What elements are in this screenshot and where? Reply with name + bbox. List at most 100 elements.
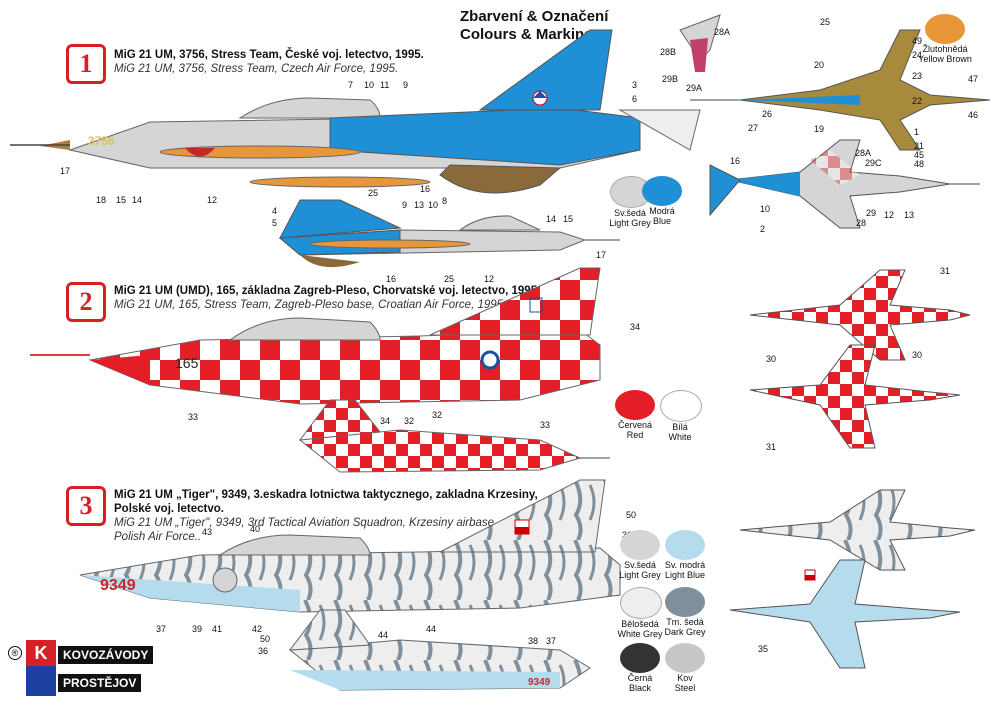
title-english: Colours & Markings: [460, 26, 602, 43]
callout: 43: [202, 527, 212, 537]
scheme-1-caption: MiG 21 UM, 3756, Stress Team, České voj.…: [114, 48, 424, 76]
callout: 44: [378, 630, 388, 640]
callout: 33: [188, 412, 198, 422]
callouts-top-views: 25 28A 28B 29B 29A 26 27 20 49 24 47 23 …: [660, 17, 978, 234]
callout: 27: [748, 123, 758, 133]
logo-text-line1: KOVOZÁVODY: [58, 646, 154, 664]
callout: 42: [252, 624, 262, 634]
callout: 46: [968, 110, 978, 120]
callout: 9: [402, 200, 407, 210]
callout: 16: [386, 274, 396, 284]
callout: 25: [820, 17, 830, 27]
swatch-label-cz: Černá: [627, 673, 653, 683]
swatch-label-en: Light Grey: [619, 570, 661, 580]
callout: 41: [212, 624, 222, 634]
swatch-label-en: Steel: [674, 683, 696, 693]
callout: 11: [380, 80, 389, 90]
swatch-label-en: Red: [626, 430, 644, 440]
callout: 18: [96, 195, 106, 205]
callout: 1: [914, 127, 919, 137]
swatch-label-cz: Kov: [677, 673, 693, 683]
scheme-badge-3: 3: [66, 486, 106, 526]
swatch-chip: [925, 14, 965, 44]
callout: 30: [912, 350, 922, 360]
swatch-chip: [620, 587, 662, 619]
aircraft-1-code: 3756: [88, 134, 115, 148]
callout: 34: [380, 416, 390, 426]
swatch-chip: [620, 530, 660, 560]
callout: 37: [156, 624, 166, 634]
callout: 12: [207, 195, 217, 205]
swatch-label-cz: Sv.šedá: [614, 208, 646, 218]
swatch-label-cz: Modrá: [649, 206, 675, 216]
aircraft-3-code: 9349: [100, 577, 136, 594]
callout: 16: [420, 184, 430, 194]
callout: 32: [404, 416, 414, 426]
callout: 6: [632, 94, 637, 104]
scheme-badge-1: 1: [66, 44, 106, 84]
aircraft-1-tail-detail: [618, 14, 721, 151]
callout: 47: [968, 74, 978, 84]
callout: 9: [403, 80, 408, 90]
callout: 33: [540, 420, 550, 430]
callout: 13: [904, 210, 914, 220]
swatch-red: Červená Red: [600, 390, 670, 440]
callout: 30: [766, 354, 776, 364]
callout: 23: [912, 71, 922, 81]
scheme-2-caption: MiG 21 UM (UMD), 165, základna Zagreb-Pl…: [114, 284, 540, 312]
callout: 29C: [865, 158, 882, 168]
aircraft-3-code-small: 9349: [528, 677, 551, 688]
logo-shield: K: [26, 640, 56, 696]
callout: 31: [940, 266, 950, 276]
callout: 28A: [714, 27, 730, 37]
swatch-label-cz: Červená: [617, 420, 653, 430]
swatch-chip: [615, 390, 655, 420]
callout: 10: [760, 204, 770, 214]
callout: 10: [364, 80, 374, 90]
callout: 44: [426, 624, 436, 634]
callout: 13: [414, 200, 424, 210]
aircraft-2-code: 165: [175, 355, 199, 371]
swatch-blue: Modrá Blue: [627, 176, 697, 226]
swatch-chip: [665, 587, 705, 617]
aircraft-2-side-small: [298, 399, 610, 473]
callout: 25: [368, 188, 378, 198]
callout: 40: [250, 524, 260, 534]
callout: 25: [444, 274, 454, 284]
title-czech: Zbarvení & Označení: [460, 8, 609, 25]
swatch-label-cz: Sv.šedá: [624, 560, 656, 570]
callout: 36: [258, 646, 268, 656]
aircraft-2-side: 165: [30, 267, 601, 405]
callout: 29A: [686, 83, 702, 93]
aircraft-1-side: 3756: [10, 29, 641, 194]
swatch-label-cz: Sv. modrá: [664, 560, 706, 570]
callout: 14: [132, 195, 142, 205]
caption-3-english-line2: Polish Air Force..: [114, 531, 202, 543]
callout: 3: [632, 80, 637, 90]
callouts-scheme-1: 7 10 11 9 3 6 17 18 15 14 12 25 16 4 5 9…: [60, 80, 637, 284]
swatch-label-en: White: [668, 432, 692, 442]
swatch-label-cz: Bělošedá: [621, 619, 659, 629]
swatch-white: Bílá White: [645, 390, 715, 442]
callout: 20: [814, 60, 824, 70]
swatch-label-en: Light Grey: [609, 218, 651, 228]
swatch-chip: [620, 643, 660, 673]
callout: 48: [914, 159, 924, 169]
callout: 31: [766, 442, 776, 452]
callout: 15: [116, 195, 126, 205]
swatch-chip: [665, 643, 705, 673]
swatch-chip: [665, 530, 705, 560]
swatch-label-en: Light Blue: [664, 570, 706, 580]
callout: 38: [528, 636, 538, 646]
callout: 50: [626, 510, 636, 520]
swatch-label-cz: Bílá: [672, 422, 688, 432]
callout: 29B: [662, 74, 678, 84]
swatch-label-en: Dark Grey: [664, 627, 706, 637]
logo-text-line2: PROSTĚJOV: [58, 674, 142, 692]
callout: 35: [758, 644, 768, 654]
callout: 15: [563, 214, 573, 224]
swatch-label-cz: Žlutohnědá: [922, 44, 968, 54]
swatch-chip: [642, 176, 682, 206]
aircraft-3-side: 9349: [79, 479, 621, 613]
aircraft-1-bottom: [709, 139, 980, 229]
